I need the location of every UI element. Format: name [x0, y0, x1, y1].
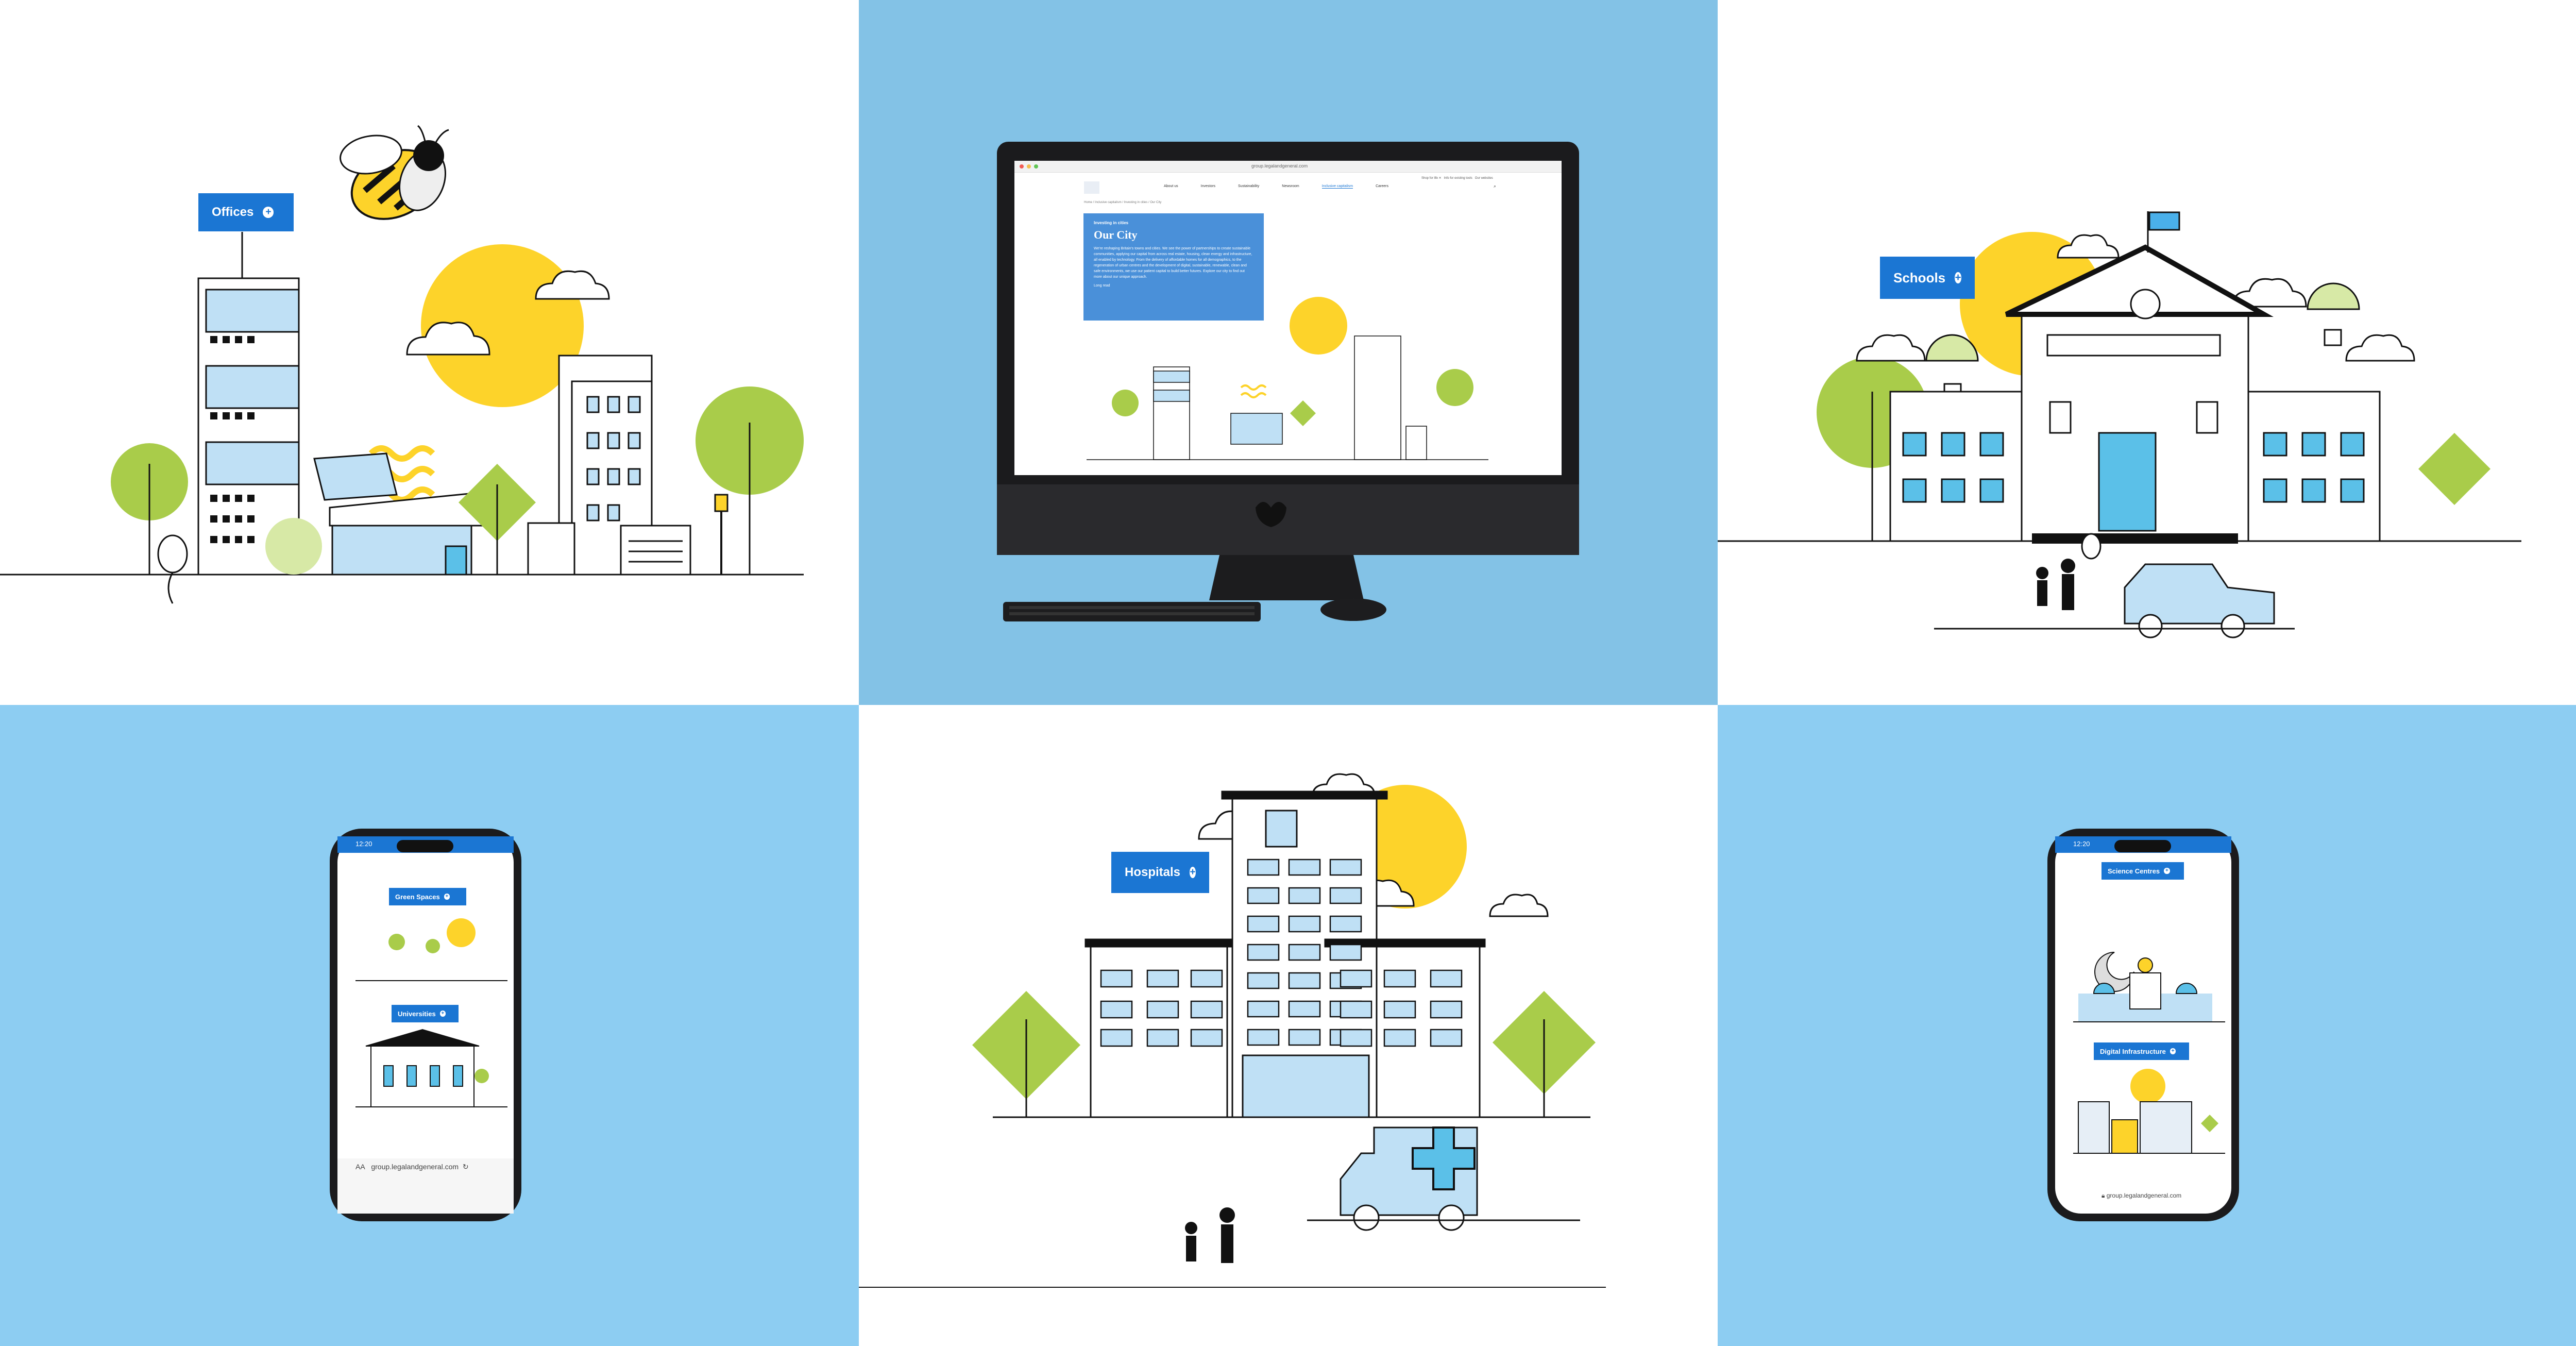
- plus-icon: +: [2170, 1048, 2176, 1054]
- address-text: group.legalandgeneral.com: [2106, 1192, 2182, 1199]
- top-link[interactable]: Shop for life ✕: [1421, 177, 1442, 180]
- label-text: Universities: [398, 1009, 436, 1018]
- cloud-shape: [406, 270, 610, 356]
- people-shape: [1185, 1207, 1235, 1263]
- address-bar[interactable]: group.legalandgeneral.com: [1251, 163, 1308, 169]
- hero-title: Our City: [1094, 228, 1138, 241]
- cloud-shape: [1856, 234, 2415, 362]
- plus-icon: +: [444, 894, 450, 900]
- desktop-screen: group.legalandgeneral.com Shop for life …: [1014, 161, 1562, 475]
- label-text: Digital Infrastructure: [2100, 1047, 2166, 1055]
- universities-label[interactable]: Universities +: [392, 1005, 459, 1022]
- green-spaces-label[interactable]: Green Spaces +: [389, 888, 466, 905]
- screen-illustration: [1087, 297, 1488, 460]
- lock-icon: 🔒︎: [2102, 1192, 2105, 1199]
- ambulance-shape: [1340, 1126, 1478, 1231]
- label-text: Green Spaces: [395, 893, 440, 901]
- label-text: Science Centres: [2108, 867, 2160, 875]
- offices-label[interactable]: Offices +: [198, 193, 294, 231]
- tower-windows: [210, 336, 255, 543]
- breadcrumb: Home / Inclusive capitalism / Investing …: [1084, 201, 1162, 204]
- car-shape: [2124, 563, 2275, 638]
- plus-icon: +: [2164, 868, 2170, 874]
- offices-panel: Offices +: [0, 0, 859, 705]
- schools-illustration: [1718, 211, 2521, 638]
- offices-label-text: Offices: [212, 205, 254, 219]
- school-building: [1889, 211, 2381, 542]
- main-nav: About us Investors Sustainability Newsro…: [1164, 184, 1388, 189]
- solar-panel: [313, 452, 398, 501]
- apple-logo-icon: [1256, 502, 1286, 527]
- low-building: [265, 491, 485, 576]
- office-tower: [197, 232, 300, 576]
- schools-label[interactable]: Schools +: [1880, 257, 1975, 299]
- science-centres-label[interactable]: Science Centres +: [2102, 862, 2184, 880]
- top-link[interactable]: Our websites: [1475, 177, 1493, 180]
- safari-address-bar[interactable]: 🔒︎ group.legalandgeneral.com: [2102, 1192, 2181, 1200]
- close-icon[interactable]: [1020, 164, 1024, 169]
- offices-illustration: [0, 125, 804, 604]
- imac-stand: [1209, 555, 1364, 600]
- address-text: group.legalandgeneral.com: [371, 1163, 459, 1171]
- schools-label-text: Schools: [1893, 270, 1946, 285]
- nav-item[interactable]: Sustainability: [1238, 184, 1260, 188]
- search-icon[interactable]: ⌕: [1494, 183, 1497, 189]
- diamond-tree: [2418, 433, 2490, 505]
- logo[interactable]: [1084, 181, 1099, 194]
- lamp-shape: [714, 494, 728, 512]
- safari-address-bar[interactable]: AA group.legalandgeneral.com ↻: [355, 1163, 469, 1171]
- hero-body: We're reshaping Britain's towns and citi…: [1094, 247, 1252, 279]
- hero-link[interactable]: Long read: [1094, 284, 1110, 288]
- hospitals-label[interactable]: Hospitals +: [1111, 852, 1209, 893]
- browser-toolbar: group.legalandgeneral.com: [1014, 161, 1562, 173]
- phone-left-device: [330, 829, 521, 1221]
- balloon-shape: [157, 534, 188, 574]
- hero-eyebrow: Investing in cities: [1094, 221, 1129, 225]
- nav-item[interactable]: Newsroom: [1282, 184, 1299, 188]
- plus-icon: +: [439, 1011, 446, 1017]
- people-shape: [2036, 559, 2075, 610]
- nav-item[interactable]: Inclusive capitalism: [1321, 184, 1353, 189]
- top-link[interactable]: Info for existing tools: [1444, 177, 1472, 180]
- phone-left-panel: 12:20 Green Spaces + Universities + AA g…: [0, 705, 859, 1346]
- reader-icon[interactable]: AA: [355, 1163, 365, 1171]
- digital-infrastructure-label[interactable]: Digital Infrastructure +: [2094, 1042, 2189, 1060]
- nav-item[interactable]: About us: [1164, 184, 1178, 188]
- nav-item[interactable]: Careers: [1376, 184, 1388, 188]
- plus-icon: +: [1190, 867, 1196, 878]
- keyboard-shape: [1003, 602, 1261, 621]
- schools-panel: Schools +: [1718, 0, 2576, 705]
- hospitals-illustration: [859, 773, 1606, 1288]
- dynamic-island: [2114, 840, 2171, 852]
- dynamic-island: [397, 840, 453, 852]
- mouse-shape: [1320, 598, 1386, 621]
- plus-icon: +: [1955, 271, 1961, 284]
- bee-icon: [340, 125, 449, 220]
- hero-card: Investing in cities Our City We're resha…: [1083, 213, 1264, 321]
- phone-right-device: [2047, 829, 2239, 1221]
- status-time: 12:20: [2073, 840, 2090, 848]
- plus-icon: +: [263, 207, 274, 218]
- minimize-icon[interactable]: [1027, 164, 1031, 169]
- hospitals-panel: Hospitals +: [859, 705, 1718, 1346]
- status-time: 12:20: [355, 840, 372, 848]
- phone-right-panel: 12:20 Science Centres + Digital Infrastr…: [1718, 705, 2576, 1346]
- maximize-icon[interactable]: [1034, 164, 1038, 169]
- nav-item[interactable]: Investors: [1200, 184, 1216, 188]
- parachute-shape: [1925, 282, 2360, 400]
- top-links: Shop for life ✕ Info for existing tools …: [1421, 176, 1493, 180]
- desktop-panel: group.legalandgeneral.com Shop for life …: [859, 0, 1718, 705]
- hospitals-label-text: Hospitals: [1125, 865, 1181, 879]
